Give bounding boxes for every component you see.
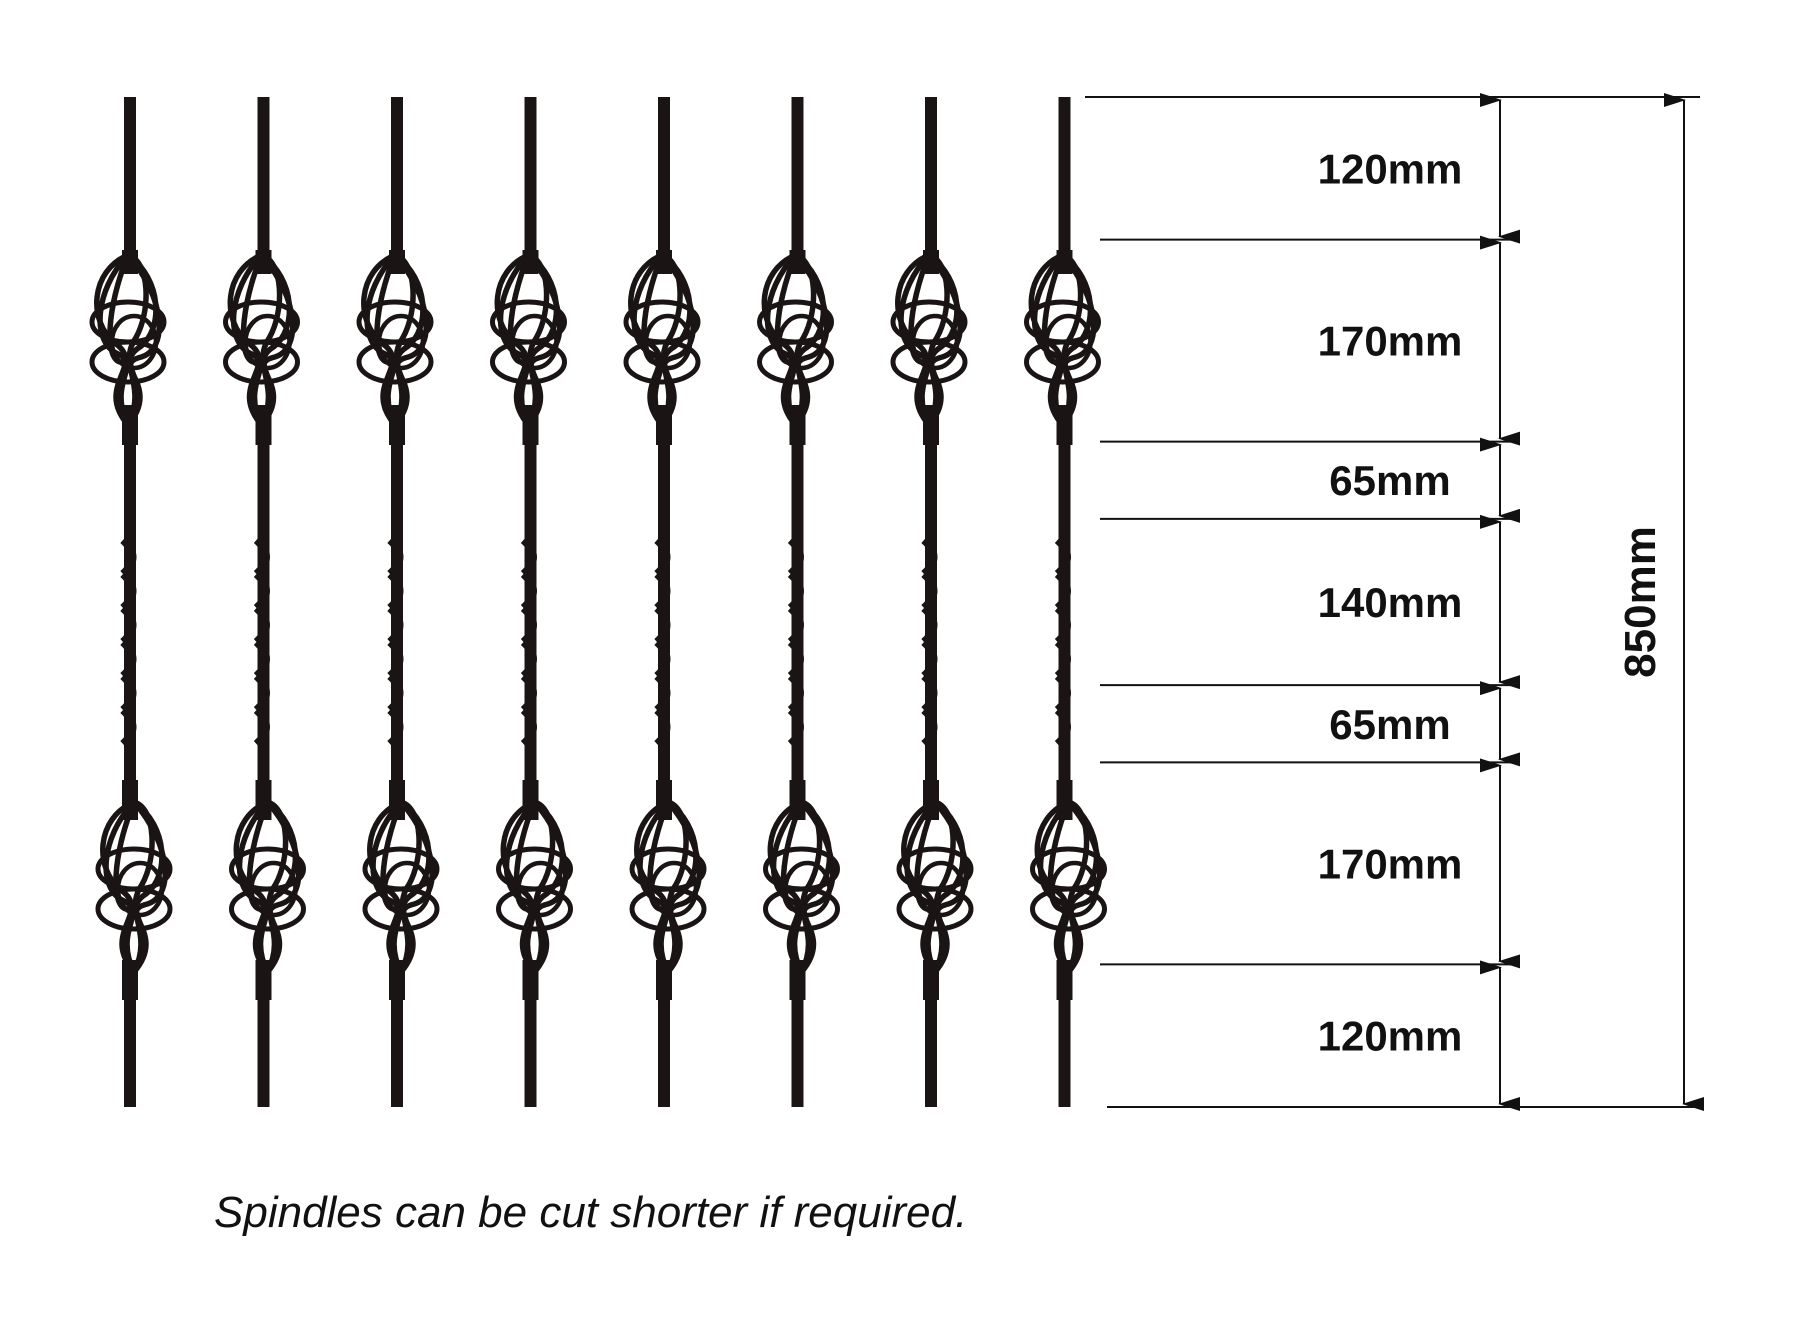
basket-ornament <box>362 799 440 975</box>
spindles-group <box>89 97 1107 1107</box>
spindle-shaft-top <box>925 97 937 257</box>
spindle-shaft-bottom <box>257 995 270 1107</box>
spindle <box>223 97 306 1107</box>
dimension-label: 170mm <box>1318 840 1463 887</box>
twist-section <box>654 537 671 747</box>
twist-section <box>387 537 404 747</box>
basket-ornament <box>890 252 968 428</box>
spindle-shaft-top <box>257 97 270 257</box>
spindle-collar <box>789 960 806 1000</box>
dimension-label: 120mm <box>1318 1013 1463 1060</box>
twist-section <box>120 537 137 747</box>
basket-ornament <box>496 799 573 975</box>
basket-ornament <box>490 252 567 428</box>
spindle-collar <box>522 405 539 445</box>
basket-ornament <box>896 799 974 975</box>
basket-ornament <box>1030 799 1107 975</box>
spindle-collar <box>789 405 806 445</box>
spindle-collar <box>122 405 138 445</box>
spindle-shaft-bottom <box>791 995 804 1107</box>
spindle-collar <box>1056 405 1073 445</box>
spindle <box>356 97 440 1107</box>
dimension-label: 170mm <box>1318 318 1463 365</box>
caption-note: Spindles can be cut shorter if required. <box>214 1188 968 1237</box>
spindle <box>1024 97 1107 1107</box>
basket-ornament <box>356 252 434 428</box>
spindle-shaft-bottom <box>658 995 670 1107</box>
basket-ornament <box>757 252 834 428</box>
spindle-shaft-top <box>524 97 537 257</box>
dimension-label: 120mm <box>1318 145 1463 192</box>
spindle-shaft-top <box>791 97 804 257</box>
dimension-group: 120mm 170mm 65mm 140mm 65mm 170mm 120mm 850mm <box>1085 93 1704 1111</box>
spindle <box>757 97 840 1107</box>
dimension-label: 65mm <box>1329 457 1450 504</box>
spindle-collar <box>923 405 939 445</box>
basket-ornament <box>623 252 701 428</box>
total-dimension-label: 850mm <box>1616 526 1665 678</box>
basket-ornament <box>89 252 167 428</box>
basket-ornament <box>1024 252 1101 428</box>
spindle-shaft-top <box>391 97 403 257</box>
spindle-collar <box>255 405 272 445</box>
basket-ornament <box>629 799 707 975</box>
spindle-collar <box>255 960 272 1000</box>
twist-section <box>921 537 938 747</box>
spindle-shaft-bottom <box>524 995 537 1107</box>
spindle <box>490 97 573 1107</box>
twist-section <box>520 537 537 747</box>
basket-ornament <box>229 799 306 975</box>
spindle-collar <box>1056 960 1073 1000</box>
basket-ornament <box>95 799 173 975</box>
dimension-label: 65mm <box>1329 701 1450 748</box>
spindle-collar <box>656 405 672 445</box>
spindle <box>89 97 173 1107</box>
spindle <box>623 97 707 1107</box>
twist-section <box>787 537 804 747</box>
dimension-label: 140mm <box>1318 579 1463 626</box>
spindle-collar <box>389 405 405 445</box>
spindle-shaft-top <box>124 97 136 257</box>
spindle-shaft-bottom <box>925 995 937 1107</box>
basket-ornament <box>763 799 840 975</box>
twist-section <box>1054 537 1071 747</box>
spindle <box>890 97 974 1107</box>
spindle-collar <box>522 960 539 1000</box>
basket-ornament <box>223 252 300 428</box>
spindle-collar <box>122 960 138 1000</box>
spindle-collar <box>656 960 672 1000</box>
spindle-shaft-bottom <box>124 995 136 1107</box>
spindle-collar <box>923 960 939 1000</box>
spindle-shaft-bottom <box>391 995 403 1107</box>
spindle-shaft-bottom <box>1058 995 1071 1107</box>
twist-section <box>253 537 270 747</box>
spindle-collar <box>389 960 405 1000</box>
spindle-shaft-top <box>1058 97 1071 257</box>
spindle-shaft-top <box>658 97 670 257</box>
